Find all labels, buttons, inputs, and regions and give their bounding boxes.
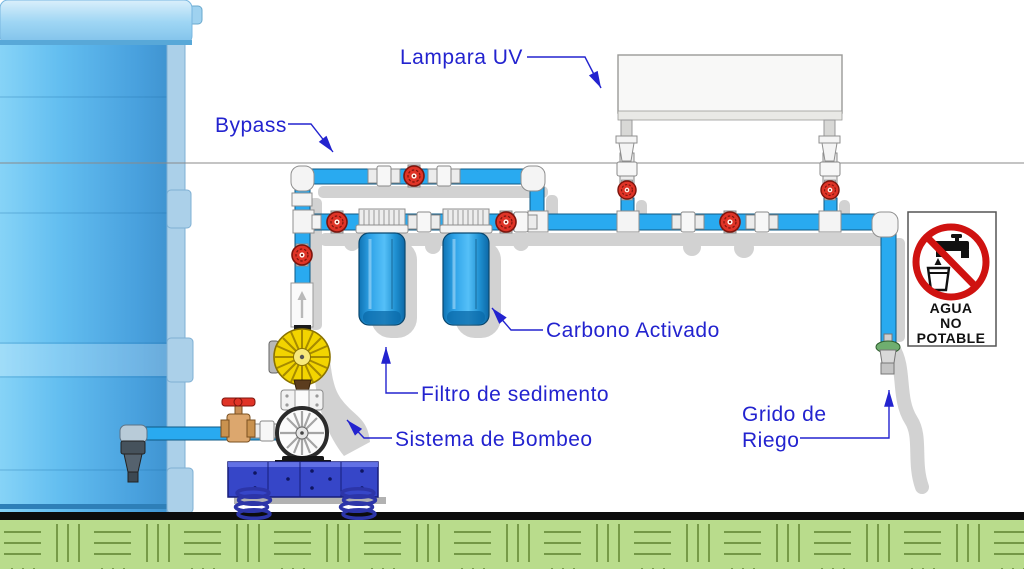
label-irrigation-1: Grido de — [742, 403, 827, 426]
tank-rim-lug-3 — [166, 467, 194, 514]
agua-no-potable-sign: AGUA NO POTABLE — [907, 211, 997, 347]
tee-riser — [292, 209, 315, 234]
sediment-filter-housing — [354, 207, 410, 327]
union-main-2 — [745, 211, 779, 233]
check-valve — [290, 282, 314, 328]
valve-main-mid — [719, 210, 741, 234]
leader-bypass — [288, 123, 334, 153]
elbow-main-right — [871, 211, 899, 238]
union-between-filters — [407, 211, 441, 233]
tank-band — [0, 344, 170, 376]
tank-seams — [0, 96, 170, 471]
tank-bottom-edge — [0, 504, 170, 509]
leader-uv-lamp — [527, 56, 602, 89]
tank-outlet — [119, 424, 148, 483]
pump-fan — [268, 328, 331, 386]
elbow-bypass-left — [290, 165, 315, 192]
ground — [0, 512, 1024, 569]
label-bypass: Bypass — [215, 114, 287, 137]
callouts: Lampara UV Bypass Carbono Activado Filtr… — [215, 46, 894, 452]
uv-lamp-box — [617, 54, 843, 114]
union-bypass-1 — [367, 165, 401, 187]
tank-rim-lug-1 — [166, 189, 192, 229]
ground-hatch — [0, 520, 1024, 569]
tank-rim — [166, 41, 186, 514]
leader-irrigation — [800, 390, 894, 439]
riser-coupling — [291, 192, 313, 207]
label-pump: Sistema de Bombeo — [395, 428, 593, 451]
sign-line1: AGUA — [930, 300, 973, 316]
label-carbon: Carbono Activado — [546, 319, 720, 342]
pump-assembly — [227, 325, 379, 521]
outlet-drop-pipe — [880, 221, 897, 343]
cast-shadows — [234, 186, 929, 504]
valve-after-carbon — [495, 210, 517, 234]
leader-pump — [346, 419, 392, 439]
no-drinking-water-icon — [912, 223, 990, 301]
valve-before-sediment — [326, 210, 348, 234]
ground-bar — [0, 512, 1024, 520]
uv-lamp-base-strip — [617, 110, 843, 121]
carbon-filter-housing — [438, 207, 494, 327]
reducer-riser-branch — [311, 214, 322, 230]
valve-uv-right — [820, 179, 840, 201]
union-bypass-2 — [427, 165, 461, 187]
tee-uv-right — [818, 210, 842, 233]
label-sediment: Filtro de sedimento — [421, 383, 609, 406]
water-tank — [0, 0, 203, 514]
valve-bypass — [403, 164, 425, 188]
tee-uv-left — [616, 210, 640, 233]
sign-line3: POTABLE — [917, 330, 986, 346]
tank-lid-edge — [0, 40, 192, 45]
piping — [127, 152, 899, 442]
tank-rim-lug-2 — [166, 337, 194, 383]
valve-riser — [291, 243, 313, 267]
label-irrigation-2: Riego — [742, 429, 799, 452]
tank-lid — [0, 0, 193, 45]
leader-carbon — [491, 307, 543, 331]
label-uv-lamp: Lampara UV — [400, 46, 523, 69]
leader-sediment — [381, 347, 418, 394]
irrigation-tap-fitting — [875, 333, 901, 375]
elbow-bypass-right — [520, 165, 546, 192]
uv-left-leg — [615, 119, 638, 162]
pump-wheel — [275, 406, 329, 460]
sign-line2: NO — [940, 315, 962, 331]
valve-uv-left — [617, 179, 637, 201]
union-main-1 — [671, 211, 705, 233]
pump-base — [227, 461, 379, 498]
flow-arrow-icon — [297, 291, 307, 300]
uv-lamp-unit — [615, 54, 843, 162]
uv-right-leg — [818, 119, 841, 162]
gate-valve-brass — [220, 397, 256, 443]
